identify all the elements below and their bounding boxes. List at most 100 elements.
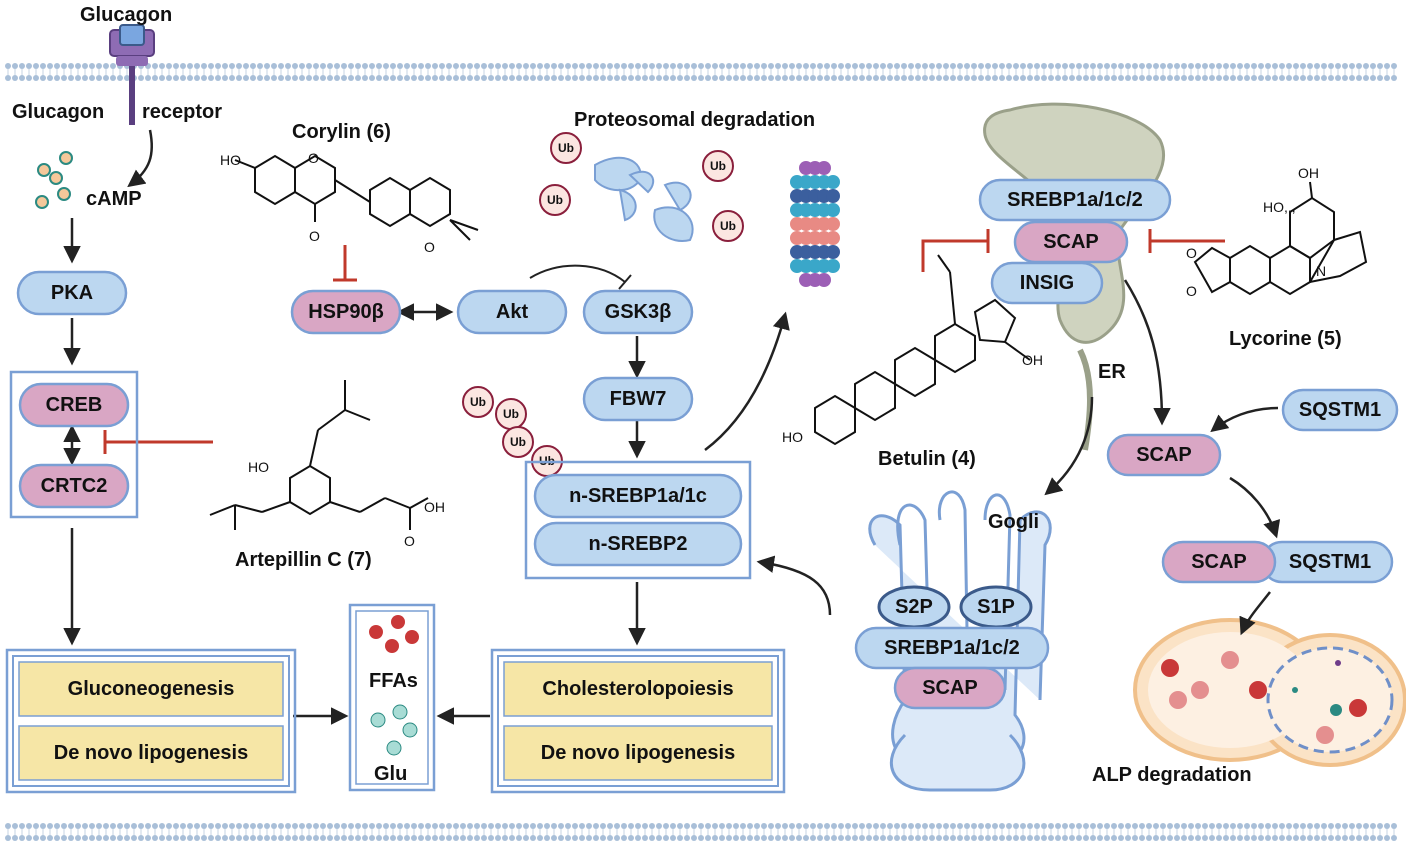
node-sqstm1: SQSTM1 <box>1281 388 1399 432</box>
lycorine-label: Lycorine (5) <box>1229 328 1342 350</box>
node-hsp90b-label: HSP90β <box>308 301 384 323</box>
outcome-right-1: De novo lipogenesis <box>541 742 735 764</box>
artepillin-structure <box>209 380 429 530</box>
nuclear-srebp-box <box>524 460 752 580</box>
lycorine-o2: O <box>1186 283 1197 299</box>
ubiquitin-label: Ub <box>547 193 563 207</box>
proteasome-subunit <box>817 161 831 175</box>
left-outcome-box <box>5 648 297 794</box>
proteasome-subunit <box>826 175 840 189</box>
node-er-scap: SCAP <box>1013 220 1129 264</box>
node-er-srebp-label: SREBP1a/1c/2 <box>1007 189 1143 211</box>
proteasome-subunit <box>826 189 840 203</box>
node-scap-free-label: SCAP <box>1136 444 1192 466</box>
right-outcome-box <box>490 648 786 794</box>
lycorine-ho: HO,,, <box>1263 199 1296 215</box>
node-hsp90b: HSP90β <box>290 289 402 335</box>
node-er-insig: INSIG <box>990 261 1104 305</box>
proteasomal-label: Proteosomal degradation <box>574 109 815 131</box>
node-scap-free: SCAP <box>1106 433 1222 477</box>
ubiquitin-tag: Ub <box>495 398 527 430</box>
ubiquitin-label: Ub <box>470 395 486 409</box>
node-fbw7: FBW7 <box>582 376 694 422</box>
node-crtc2-label: CRTC2 <box>41 475 108 497</box>
double-arrows <box>63 303 454 466</box>
artepillin-label: Artepillin C (7) <box>235 549 372 571</box>
ubiquitin-label: Ub <box>510 435 526 449</box>
outcome-right-0: Cholesterolopoiesis <box>542 678 733 700</box>
betulin-label: Betulin (4) <box>878 448 976 470</box>
ubiquitin-tag: Ub <box>462 386 494 418</box>
camp-label: cAMP <box>86 188 142 210</box>
node-n-srebp2: n-SREBP2 <box>533 521 743 567</box>
node-complex-scap: SCAP <box>1161 540 1277 584</box>
proteasome-subunit <box>826 259 840 273</box>
ubiquitin-tag: Ub <box>502 426 534 458</box>
node-golgi-s1p-label: S1P <box>977 596 1015 618</box>
artepillin-ho: HO <box>248 459 269 475</box>
ffas-label: FFAs <box>369 670 418 692</box>
proteasome-subunit <box>826 217 840 231</box>
outcome-left-0: Gluconeogenesis <box>68 678 235 700</box>
glu-label: Glu <box>374 763 407 785</box>
artepillin-o: O <box>404 533 415 549</box>
node-golgi-s1p: S1P <box>959 585 1033 629</box>
corylin-label: Corylin (6) <box>292 121 391 143</box>
node-golgi-srebp-label: SREBP1a/1c/2 <box>884 637 1020 659</box>
protein-fragments <box>594 156 694 242</box>
glucagon-label: Glucagon <box>80 4 172 26</box>
node-pka: PKA <box>16 270 128 316</box>
proteasome-subunit <box>826 231 840 245</box>
node-gsk3b-label: GSK3β <box>605 301 672 323</box>
node-akt-label: Akt <box>496 301 529 323</box>
glucagon-receptor <box>109 24 155 125</box>
node-golgi-s2p-label: S2P <box>895 596 933 618</box>
node-complex-sqstm1: SQSTM1 <box>1260 540 1394 584</box>
betulin-structure <box>814 254 1031 446</box>
node-complex-scap-label: SCAP <box>1191 551 1247 573</box>
ubiquitin-tag: Ub <box>702 150 734 182</box>
node-creb: CREB <box>18 382 130 428</box>
node-er-srebp: SREBP1a/1c/2 <box>978 178 1172 222</box>
node-n-srebp2-label: n-SREBP2 <box>589 533 688 555</box>
lycorine-structure <box>1193 181 1368 296</box>
left-signal-box <box>9 370 139 519</box>
alp-label: ALP degradation <box>1092 764 1252 786</box>
inhibition-lines <box>103 229 1225 454</box>
betulin-ho: HO <box>782 429 803 445</box>
golgi-label: Gogli <box>988 511 1039 533</box>
er-label: ER <box>1098 361 1126 383</box>
ubiquitin-label: Ub <box>710 159 726 173</box>
node-complex-sqstm1-label: SQSTM1 <box>1289 551 1371 573</box>
cell-membrane-bottom <box>5 823 1397 841</box>
autolysosome <box>1133 618 1406 767</box>
corylin-structure <box>234 154 479 241</box>
ubiquitin-label: Ub <box>558 141 574 155</box>
receptor-label-left: Glucagon <box>12 101 104 123</box>
camp-molecules <box>35 151 73 209</box>
cell-membrane-top <box>5 63 1397 81</box>
ubiquitin-label: Ub <box>720 219 736 233</box>
node-akt: Akt <box>456 289 568 335</box>
corylin-o3: O <box>424 239 435 255</box>
left-arrows <box>63 129 1281 725</box>
nodes-layer: PKA CREB CRTC2 HSP90β Akt GSK3β FBW7 n-S… <box>16 178 1399 710</box>
ubiquitin-label: Ub <box>503 407 519 421</box>
corylin-ho: HO <box>220 152 241 168</box>
node-golgi-srebp: SREBP1a/1c/2 <box>854 626 1050 670</box>
ubiquitin-tag: Ub <box>539 184 571 216</box>
node-fbw7-label: FBW7 <box>610 388 667 410</box>
node-pka-label: PKA <box>51 282 93 304</box>
ubiquitin-tag: Ub <box>550 132 582 164</box>
betulin-oh: OH <box>1022 352 1043 368</box>
proteasome-subunit <box>826 203 840 217</box>
akt-inhibits-gsk3b <box>529 264 632 290</box>
proteasome <box>790 161 840 287</box>
node-creb-label: CREB <box>46 394 103 416</box>
node-er-scap-label: SCAP <box>1043 231 1099 253</box>
proteasome-subunit <box>817 273 831 287</box>
lycorine-n: N <box>1316 263 1326 279</box>
